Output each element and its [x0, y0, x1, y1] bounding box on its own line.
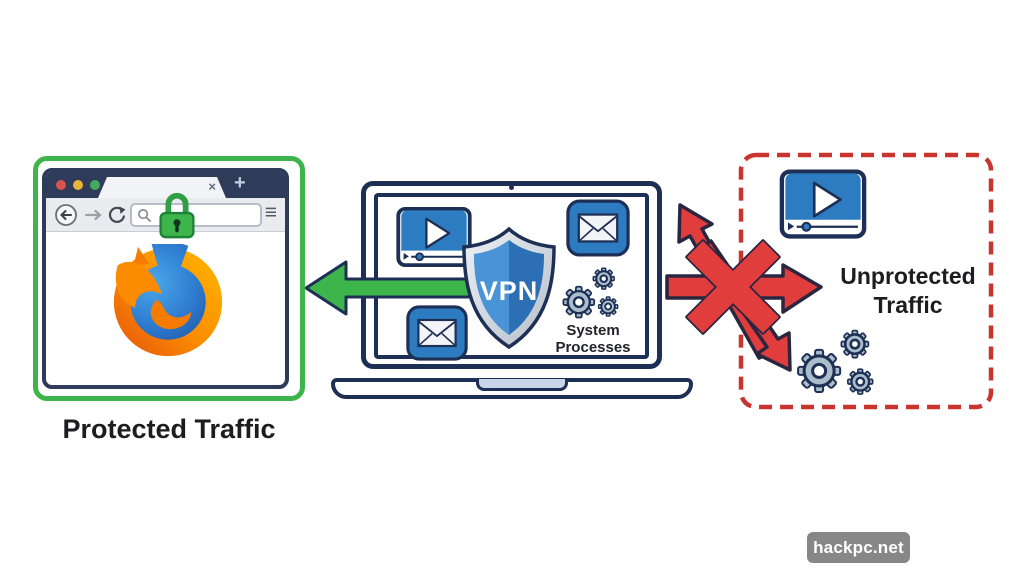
- video-player-icon: [779, 169, 867, 239]
- window-close-dot: [56, 180, 66, 190]
- tab-close-icon: ×: [208, 179, 216, 194]
- back-icon: [55, 204, 77, 226]
- laptop-trackpad-notch: [476, 379, 568, 391]
- vpn-shield-icon: VPN: [462, 226, 556, 350]
- window-minimize-dot: [73, 180, 83, 190]
- search-icon: [138, 209, 151, 222]
- gears-icon: [797, 329, 874, 395]
- menu-icon: ≡: [264, 201, 277, 224]
- watermark-badge: hackpc.net: [807, 532, 910, 563]
- refresh-icon: [108, 206, 126, 223]
- browser-window: × + ≡: [42, 168, 289, 389]
- unprotected-traffic-label: Unprotected Traffic: [840, 263, 976, 318]
- system-processes-label: System Processes: [555, 322, 631, 356]
- firefox-logo: [113, 244, 223, 357]
- browser-titlebar: × +: [46, 172, 285, 198]
- new-tab-icon: +: [234, 172, 246, 194]
- video-player-icon: [396, 206, 472, 268]
- gears-icon: [562, 267, 619, 319]
- vpn-shield-label: VPN: [480, 276, 539, 306]
- protected-traffic-label: Protected Traffic: [62, 414, 276, 444]
- address-bar: [130, 203, 262, 227]
- forward-icon: [84, 209, 102, 221]
- laptop-camera-dot: [509, 185, 514, 190]
- window-maximize-dot: [90, 180, 100, 190]
- blocked-traffic-arrows: [665, 203, 823, 372]
- protected-green-frame: [33, 156, 305, 401]
- mail-icon: [406, 305, 468, 361]
- mail-icon: [566, 199, 630, 257]
- browser-tab: ×: [98, 177, 226, 198]
- secure-lock-icon: [159, 192, 195, 239]
